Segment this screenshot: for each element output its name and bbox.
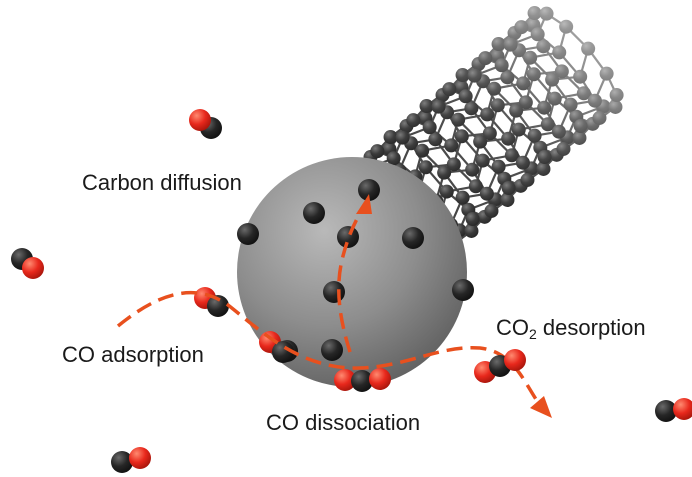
- co-molecule-carbon-atom: [111, 451, 133, 473]
- co-adsorption-label: CO adsorption: [62, 342, 204, 367]
- dissociation-oxygen-atom: [369, 368, 391, 390]
- co2-desorption-prefix: CO: [496, 315, 529, 340]
- co2-subscript: 2: [529, 326, 537, 342]
- carbon-diffusion-label: Carbon diffusion: [82, 170, 242, 195]
- surface-carbon-atom: [323, 281, 345, 303]
- gas-molecules: [11, 109, 692, 473]
- reaction-path-arrow-icon: [116, 290, 542, 407]
- co-molecule-oxygen-atom: [129, 447, 151, 469]
- desorption-arrowhead-icon: [530, 396, 552, 418]
- adsorbed-atoms: [194, 179, 474, 392]
- surface-carbon-atom: [321, 339, 343, 361]
- dissociation-oxygen-atom: [334, 369, 356, 391]
- surface-carbon-atom: [303, 202, 325, 224]
- catalyst-particle-icon: [237, 157, 467, 387]
- diffusion-path-arrow-icon: [337, 209, 364, 353]
- surface-carbon-atom: [237, 223, 259, 245]
- co-dissociation-label: CO dissociation: [266, 410, 421, 435]
- diffusion-arrowhead-icon: [356, 194, 372, 214]
- adsorbed-carbon-atom: [207, 295, 229, 317]
- co-molecule-oxygen-atom: [22, 257, 44, 279]
- co-molecule-carbon-atom: [655, 400, 677, 422]
- co2-oxygen-atom: [504, 349, 526, 371]
- surface-carbon-atom: [358, 179, 380, 201]
- dissociation-carbon-atom: [351, 370, 373, 392]
- co-molecule-oxygen-atom: [189, 109, 211, 131]
- surface-carbon-atom: [452, 279, 474, 301]
- adsorbed-carbon-atom: [272, 341, 294, 363]
- co-molecule-oxygen-atom: [673, 398, 692, 420]
- surface-carbon-atom: [337, 226, 359, 248]
- co2-desorption-label: CO2 desorption: [496, 315, 646, 342]
- co2-desorption-suffix: desorption: [536, 315, 646, 340]
- surface-carbon-atom: [402, 227, 424, 249]
